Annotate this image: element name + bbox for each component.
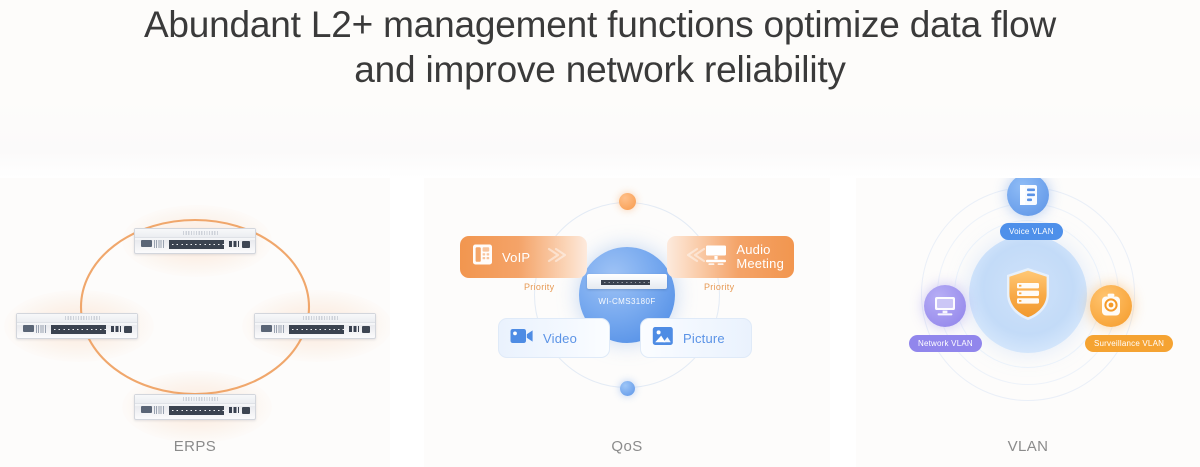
panel-caption-vlan: VLAN: [1007, 438, 1049, 455]
qos-card-voip[interactable]: VoIP: [460, 236, 587, 278]
erps-diagram: [0, 178, 390, 443]
priority-label-left: Priority: [524, 282, 555, 292]
vlan-badge-network: Network VLAN: [909, 335, 982, 352]
monitor-icon: [935, 297, 955, 316]
vlan-badge-voice: Voice VLAN: [1000, 223, 1063, 240]
audio-line-2: Meeting: [736, 256, 784, 271]
feature-panel-qos: WI-CMS3180F VoIP: [424, 178, 830, 467]
chevron-right-icon: [543, 242, 573, 272]
vlan-node-surveillance[interactable]: [1090, 285, 1132, 327]
title-line-2: and improve network reliability: [354, 49, 846, 90]
qos-card-picture-label: Picture: [683, 330, 725, 346]
title-line-1: Abundant L2+ management functions optimi…: [143, 4, 1057, 45]
priority-label-right: Priority: [704, 282, 735, 292]
voip-phone-icon: [472, 243, 493, 271]
switch-node-top: [134, 228, 256, 254]
switch-node-right: [254, 313, 376, 339]
qos-core-switch-graphic: [587, 274, 667, 289]
vlan-badge-surveillance: Surveillance VLAN: [1085, 335, 1174, 352]
feature-panel-erps: ERPS: [0, 178, 390, 467]
feature-panel-strip: ERPS WI-CMS3180F: [0, 178, 1200, 467]
qos-card-video[interactable]: Video: [498, 318, 610, 358]
shield-server-icon: [1004, 266, 1052, 322]
qos-dot-orange: [619, 193, 636, 210]
page-header: Abundant L2+ management functions optimi…: [0, 0, 1200, 178]
chevron-left-icon: [681, 242, 711, 272]
vlan-core-circle: [969, 235, 1087, 353]
video-camera-icon: [510, 327, 534, 350]
qos-dot-blue: [620, 381, 635, 396]
qos-card-audio-meeting[interactable]: Audio Meeting: [667, 236, 794, 278]
qos-diagram: WI-CMS3180F VoIP: [424, 178, 830, 428]
panel-caption-qos: QoS: [611, 438, 643, 455]
camera-icon: [1102, 293, 1120, 316]
qos-card-voip-label: VoIP: [502, 249, 531, 265]
switch-node-left: [16, 313, 138, 339]
panel-caption-erps: ERPS: [173, 438, 217, 455]
page-title: Abundant L2+ management functions optimi…: [0, 0, 1200, 92]
qos-card-video-label: Video: [543, 330, 578, 346]
vlan-node-network[interactable]: [924, 285, 966, 327]
qos-card-picture[interactable]: Picture: [640, 318, 752, 358]
vlan-node-voice[interactable]: [1007, 178, 1049, 216]
vlan-diagram: Voice VLAN Network VLAN: [856, 178, 1200, 428]
monitor-icon: [704, 244, 728, 271]
switch-node-bottom: [134, 394, 256, 420]
audio-line-1: Audio: [736, 242, 771, 257]
qos-core-device-label: WI-CMS3180F: [598, 297, 656, 306]
feature-panel-vlan: Voice VLAN Network VLAN: [856, 178, 1200, 467]
image-icon: [652, 326, 674, 351]
qos-card-audio-meeting-label: Audio Meeting: [736, 243, 784, 271]
voice-server-icon: [1020, 185, 1037, 205]
